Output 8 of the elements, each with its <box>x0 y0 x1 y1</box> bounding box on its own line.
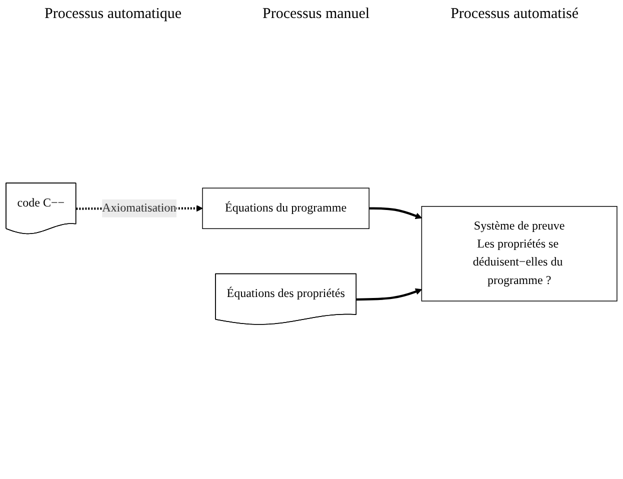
node-box: Équations du programme <box>202 188 370 230</box>
arrow <box>356 288 422 301</box>
note-text: Processus automatique <box>44 6 182 23</box>
arrow <box>369 208 422 220</box>
note-text: Processus automatisé <box>450 6 578 23</box>
note-text: Processus manuel <box>262 6 370 23</box>
edge-label: Axiomatisation <box>102 202 176 215</box>
node-box: Système de preuve Les propriétés se déduisent−elles du programme ? <box>421 206 618 302</box>
